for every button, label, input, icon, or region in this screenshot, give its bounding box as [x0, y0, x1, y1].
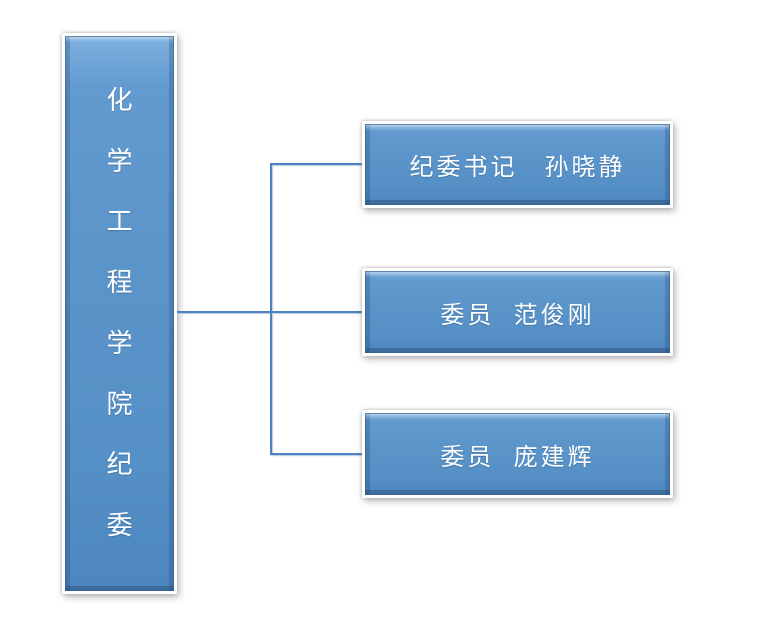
- node-root: 化学工程学院纪委: [62, 33, 177, 594]
- connector-vertical: [270, 163, 272, 455]
- connector-branch-3: [272, 453, 362, 455]
- node-root-label: 化学工程学院纪委: [106, 84, 133, 541]
- node-member-2: 委员 庞建辉: [362, 410, 673, 498]
- node-member-2-label: 委员 庞建辉: [440, 443, 595, 471]
- connector-branch-1: [272, 163, 362, 165]
- connector-branch-2: [272, 311, 362, 313]
- connector-root-stub: [177, 311, 271, 313]
- node-member-1: 委员 范俊刚: [362, 268, 673, 356]
- node-secretary-label: 纪委书记 孙晓静: [409, 154, 626, 181]
- node-member-1-label: 委员 范俊刚: [440, 301, 595, 329]
- node-secretary: 纪委书记 孙晓静: [362, 121, 673, 208]
